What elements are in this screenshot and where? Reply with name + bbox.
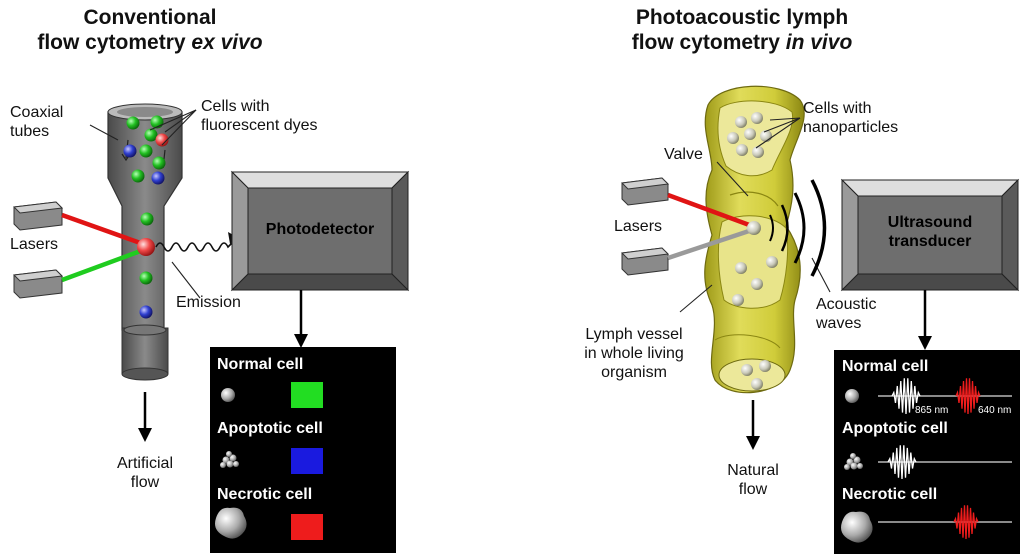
lymph-vessel-label: Lymph vessel in whole living organism bbox=[568, 326, 700, 383]
natural-flow-line1: Natural bbox=[727, 462, 779, 479]
photodetector-box bbox=[230, 170, 410, 292]
acoustic-waves-label: Acoustic waves bbox=[816, 296, 876, 334]
photodetector-label: Photodetector bbox=[265, 221, 375, 238]
emission-wave bbox=[155, 238, 237, 252]
cells-line2: fluorescent dyes bbox=[201, 116, 318, 134]
np-line1: Cells with bbox=[803, 100, 872, 117]
coaxial-line2: tubes bbox=[10, 122, 50, 140]
excited-cell bbox=[137, 238, 155, 256]
valve-label: Valve bbox=[664, 146, 703, 163]
left-apoptotic-label: Apoptotic cell bbox=[217, 420, 323, 437]
left-laser-bottom bbox=[12, 246, 147, 299]
necrotic-cell-icon-r bbox=[841, 511, 873, 543]
pa-signals bbox=[878, 378, 1012, 540]
necrotic-color-swatch bbox=[291, 514, 323, 540]
left-pointers bbox=[89, 109, 201, 299]
transducer-line2: transducer bbox=[888, 232, 972, 250]
right-title-line2-text: flow cytometry bbox=[631, 30, 786, 54]
right-laser-bottom bbox=[620, 227, 753, 276]
right-apoptotic-label: Apoptotic cell bbox=[842, 420, 948, 437]
wavelength-865-label: 865 nm bbox=[915, 405, 949, 416]
left-normal-label: Normal cell bbox=[217, 356, 304, 373]
normal-cell-icon bbox=[221, 388, 235, 402]
left-arrows bbox=[138, 290, 308, 442]
vessel-line2: in whole living bbox=[584, 344, 684, 362]
target-cell bbox=[747, 221, 761, 235]
coaxial-tubes-label: Coaxial tubes bbox=[10, 104, 63, 142]
left-title: Conventional flow cytometry ex vivo bbox=[20, 6, 280, 56]
acoustic-waves bbox=[769, 179, 827, 277]
emission-label: Emission bbox=[176, 294, 241, 311]
natural-flow-label: Natural flow bbox=[708, 462, 798, 500]
right-arrows bbox=[746, 290, 932, 450]
left-title-line1: Conventional bbox=[83, 6, 217, 29]
vessel-line3: organism bbox=[601, 363, 667, 381]
apoptotic-color-swatch bbox=[291, 448, 323, 474]
necrotic-cell-icon bbox=[215, 507, 247, 539]
apoptotic-cell-icon bbox=[220, 451, 239, 468]
artificial-flow-line1: Artificial bbox=[116, 455, 173, 472]
transducer-box bbox=[840, 178, 1020, 292]
right-lasers-label: Lasers bbox=[614, 218, 663, 235]
right-necrotic-label: Necrotic cell bbox=[842, 486, 938, 503]
right-laser-top bbox=[620, 177, 753, 229]
artificial-flow-line2: flow bbox=[130, 473, 160, 491]
nanoparticles-label: Cells with nanoparticles bbox=[803, 100, 898, 138]
fluorescent-cells-label: Cells with fluorescent dyes bbox=[201, 98, 318, 136]
artificial-flow-label: Artificial flow bbox=[100, 455, 190, 493]
left-necrotic-label: Necrotic cell bbox=[217, 486, 313, 503]
acoustic-line2: waves bbox=[816, 314, 862, 332]
vessel-line1: Lymph vessel bbox=[585, 326, 683, 343]
left-lasers-label: Lasers bbox=[10, 236, 59, 253]
right-normal-label: Normal cell bbox=[842, 358, 929, 375]
left-laser-top bbox=[12, 201, 147, 248]
normal-cell-icon-r bbox=[845, 389, 859, 403]
left-title-line2-text: flow cytometry bbox=[37, 30, 192, 54]
nanoparticle-cells bbox=[727, 112, 778, 390]
left-title-line2-italic: ex vivo bbox=[191, 30, 263, 54]
transducer-label: Ultrasound transducer bbox=[858, 214, 1002, 252]
right-title-line2-italic: in vivo bbox=[785, 30, 853, 54]
right-pointers bbox=[679, 117, 831, 313]
np-line2: nanoparticles bbox=[803, 118, 899, 136]
cells-line1: Cells with bbox=[201, 98, 270, 115]
natural-flow-line2: flow bbox=[738, 480, 768, 498]
apoptotic-cell-icon-r bbox=[844, 453, 863, 470]
coaxial-line1: Coaxial bbox=[10, 104, 64, 121]
right-title-line2: flow cytometry in vivo bbox=[592, 31, 892, 56]
wavelength-640-label: 640 nm bbox=[978, 405, 1012, 416]
normal-color-swatch bbox=[291, 382, 323, 408]
acoustic-line1: Acoustic bbox=[816, 296, 877, 313]
transducer-line1: Ultrasound bbox=[887, 214, 973, 231]
left-title-line2: flow cytometry ex vivo bbox=[20, 31, 280, 56]
right-title: Photoacoustic lymph flow cytometry in vi… bbox=[592, 6, 892, 56]
right-title-line1: Photoacoustic lymph bbox=[635, 6, 849, 29]
